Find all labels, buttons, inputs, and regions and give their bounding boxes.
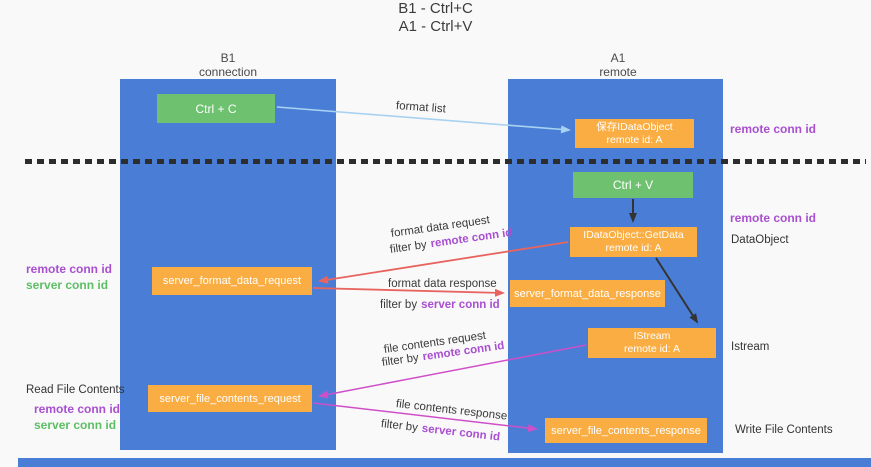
- ctrl-v-label: Ctrl + V: [612, 178, 654, 192]
- right-remote-conn-id-mid-label: remote conn id: [730, 211, 817, 225]
- server-format-data-request-box: server_format_data_request: [152, 267, 312, 295]
- read-file-contents-label: Read File Contents: [26, 384, 125, 396]
- title-line-1: B1 - Ctrl+C: [398, 0, 473, 17]
- server-format-data-response-label: server_format_data_response: [514, 287, 661, 300]
- filter-prefix: filter by: [380, 418, 419, 435]
- filter-term: server conn id: [421, 422, 501, 444]
- istream-line1: IStream: [633, 330, 671, 342]
- save-dataobject-box: 保存IDataObject remote id: A: [575, 119, 694, 148]
- title-line-2: A1 - Ctrl+V: [398, 18, 473, 35]
- server-file-contents-request-box: server_file_contents_request: [148, 385, 312, 412]
- ctrl-c-box: Ctrl + C: [157, 94, 275, 123]
- format-data-response-label: format data response: [388, 278, 497, 290]
- filter-prefix: filter by: [380, 299, 418, 311]
- session-separator-line: [25, 159, 866, 164]
- istream-line2: remote id: A: [623, 343, 681, 355]
- istream-box: IStream remote id: A: [588, 328, 716, 358]
- getdata-box: IDataObject::GetData remote id: A: [570, 227, 697, 257]
- dataobject-label: DataObject: [731, 234, 789, 246]
- getdata-line2: remote id: A: [605, 242, 662, 254]
- ctrl-v-box: Ctrl + V: [573, 172, 693, 198]
- ctrl-c-label: Ctrl + C: [195, 101, 237, 116]
- save-dataobject-line2: remote id: A: [606, 133, 663, 146]
- right-column-subtitle: remote: [599, 65, 637, 79]
- format-list-label: format list: [395, 100, 447, 116]
- file-contents-response-label: file contents response: [395, 398, 508, 423]
- filter-prefix: filter by: [389, 238, 428, 256]
- server-file-contents-response-label: server_file_contents_response: [551, 424, 701, 437]
- left-remote-conn-id-top-label: remote conn id: [26, 262, 113, 276]
- left-server-conn-id-bottom-label: server conn id: [34, 418, 117, 432]
- server-format-data-response-box: server_format_data_response: [510, 280, 665, 307]
- server-file-contents-response-box: server_file_contents_response: [545, 418, 707, 443]
- left-column-subtitle: connection: [198, 65, 258, 79]
- server-file-contents-request-label: server_file_contents_request: [159, 392, 301, 405]
- istream-side-label: Istream: [731, 341, 770, 353]
- bottom-bar: [18, 458, 871, 467]
- left-remote-conn-id-bottom-label: remote conn id: [34, 402, 121, 416]
- right-column-header: A1 remote: [560, 51, 676, 79]
- diagram-title: B1 - Ctrl+C A1 - Ctrl+V: [0, 0, 871, 36]
- left-server-conn-id-top-label: server conn id: [26, 278, 109, 292]
- getdata-line1: IDataObject::GetData: [583, 229, 684, 241]
- server-format-data-request-label: server_format_data_request: [162, 275, 302, 287]
- left-column-name: B1: [220, 51, 236, 65]
- save-dataobject-line1: 保存IDataObject: [596, 120, 673, 133]
- filter-term: server conn id: [421, 299, 500, 311]
- right-remote-conn-id-top-label: remote conn id: [730, 122, 817, 136]
- right-column-name: A1: [610, 51, 626, 65]
- write-file-contents-label: Write File Contents: [735, 424, 833, 436]
- left-column-header: B1 connection: [170, 51, 286, 79]
